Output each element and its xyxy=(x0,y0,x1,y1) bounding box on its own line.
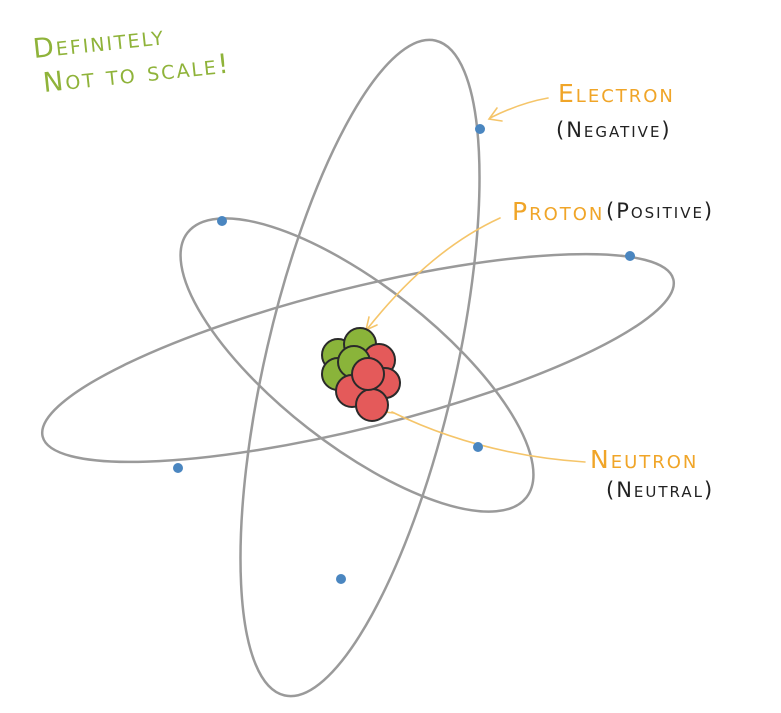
electron-label-name: Electron xyxy=(558,79,675,108)
nucleus xyxy=(321,327,401,422)
proton-label: Proton (Positive) xyxy=(512,197,714,226)
orbit-diagonal xyxy=(179,217,535,513)
pointer-arrows xyxy=(364,97,586,463)
electron-dot xyxy=(336,574,346,584)
electron-arrow xyxy=(489,97,549,119)
electron-label-charge: (Negative) xyxy=(556,118,672,142)
electron-dot xyxy=(475,124,485,134)
proton-label-charge: (Positive) xyxy=(606,199,714,223)
neutron-label-name: Neutron xyxy=(590,445,698,474)
electron-dot xyxy=(625,251,635,261)
orbits xyxy=(40,38,676,698)
orbit-horizontal xyxy=(40,252,676,464)
electron-dot xyxy=(173,463,183,473)
orbit-vertical xyxy=(239,38,481,698)
proton-particle xyxy=(355,388,389,422)
electron-arrowhead xyxy=(487,107,503,122)
electron-label: Electron (Negative) xyxy=(556,79,675,142)
neutron-label: Neutron (Neutral) xyxy=(590,445,714,502)
neutron-label-charge: (Neutral) xyxy=(606,478,714,502)
electron-dot xyxy=(473,442,483,452)
neutron-arrow xyxy=(391,411,586,463)
electrons xyxy=(173,124,635,584)
electron-dot xyxy=(217,216,227,226)
proton-arrow xyxy=(367,217,501,329)
scale-note: Definitely Not to scale! xyxy=(31,20,231,99)
proton-label-name: Proton xyxy=(512,197,604,226)
proton-particle xyxy=(351,357,385,391)
